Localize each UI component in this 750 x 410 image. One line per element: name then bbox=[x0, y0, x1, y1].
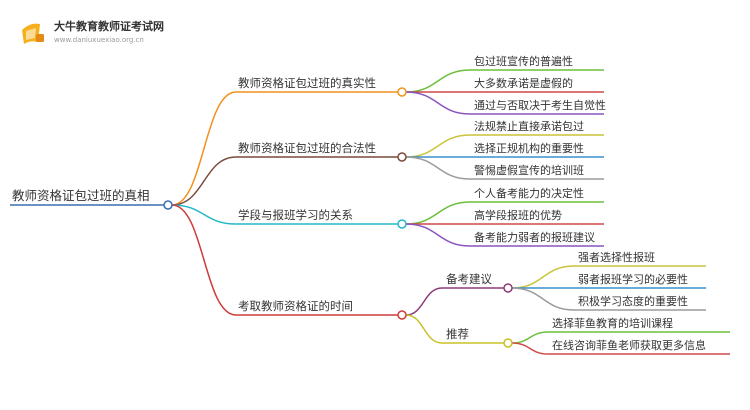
leaf-node-label-0-1: 大多数承诺是虚假的 bbox=[474, 76, 573, 90]
edge-branch-2-leaf-2 bbox=[405, 223, 471, 247]
sub-leaf-label-1-1: 在线咨询菲鱼老师获取更多信息 bbox=[552, 338, 706, 352]
leaf-node-label-0-2: 通过与否取决于考生自觉性 bbox=[474, 98, 606, 112]
mindmap-edges bbox=[10, 69, 730, 355]
edge-sub-1-leaf-1 bbox=[511, 342, 549, 355]
leaf-node-label-1-1: 选择正规机构的重要性 bbox=[474, 141, 584, 155]
leaf-node-label-1-0: 法规禁止直接承诺包过 bbox=[474, 119, 584, 133]
sub-leaf-label-0-0: 强者选择性报班 bbox=[578, 250, 655, 264]
sub-node-label-1: 推荐 bbox=[446, 327, 469, 341]
brand-name: 大牛教育教师证考试网 bbox=[54, 19, 164, 33]
edge-branch-3-sub-0 bbox=[405, 287, 443, 316]
edge-branch-0-leaf-0 bbox=[405, 69, 471, 93]
edge-sub-1-leaf-0 bbox=[511, 331, 549, 344]
leaf-node-label-2-0: 个人备考能力的决定性 bbox=[474, 186, 584, 200]
edge-root-branch-1 bbox=[171, 156, 237, 206]
leaf-node-label-2-2: 备考能力弱者的报班建议 bbox=[474, 230, 595, 244]
sub-leaf-label-1-0: 选择菲鱼教育的培训课程 bbox=[552, 316, 673, 330]
brand-book-icon bbox=[22, 23, 44, 44]
root-node-toggle[interactable] bbox=[163, 200, 173, 210]
leaf-node-label-1-2: 警惕虚假宣传的培训班 bbox=[474, 163, 584, 177]
edge-branch-2-leaf-0 bbox=[405, 201, 471, 225]
leaf-node-label-2-1: 高学段报班的优势 bbox=[474, 208, 562, 222]
edge-sub-0-leaf-2 bbox=[511, 287, 575, 311]
branch-node-toggle-2[interactable] bbox=[397, 219, 407, 229]
sub-node-toggle-0[interactable] bbox=[503, 283, 513, 293]
edge-sub-0-leaf-0 bbox=[511, 265, 575, 289]
edge-branch-3-sub-1 bbox=[405, 314, 443, 344]
branch-node-label-0: 教师资格证包过班的真实性 bbox=[238, 76, 376, 90]
branch-node-toggle-0[interactable] bbox=[397, 87, 407, 97]
edge-branch-1-leaf-2 bbox=[405, 156, 471, 180]
sub-node-toggle-1[interactable] bbox=[503, 338, 513, 348]
leaf-node-label-0-0: 包过班宣传的普遍性 bbox=[474, 54, 573, 68]
sub-node-label-0: 备考建议 bbox=[446, 272, 492, 286]
edge-root-branch-3 bbox=[171, 204, 237, 316]
root-node-label: 教师资格证包过班的真相 bbox=[12, 188, 150, 203]
sub-leaf-label-0-1: 弱者报班学习的必要性 bbox=[578, 272, 688, 286]
edge-root-branch-2 bbox=[171, 204, 237, 225]
edge-branch-1-leaf-0 bbox=[405, 134, 471, 158]
branch-node-toggle-1[interactable] bbox=[397, 152, 407, 162]
branch-node-label-1: 教师资格证包过班的合法性 bbox=[238, 141, 376, 155]
edge-branch-0-leaf-2 bbox=[405, 91, 471, 115]
sub-leaf-label-0-2: 积极学习态度的重要性 bbox=[578, 294, 688, 308]
brand-url: www.daniuxuexiao.org.cn bbox=[54, 36, 144, 44]
mindmap-nodes: 教师资格证包过班的真相 教师资格证包过班的真实性 包过班宣传的普遍性大多数承诺是虚假… bbox=[12, 54, 706, 352]
edge-root-branch-0 bbox=[171, 91, 237, 206]
branch-node-label-3: 考取教师资格证的时间 bbox=[238, 299, 353, 313]
branch-node-label-2: 学段与报班学习的关系 bbox=[238, 208, 353, 222]
brand-logo: 大牛教育教师证考试网 www.daniuxuexiao.org.cn bbox=[22, 19, 164, 44]
branch-node-toggle-3[interactable] bbox=[397, 310, 407, 320]
